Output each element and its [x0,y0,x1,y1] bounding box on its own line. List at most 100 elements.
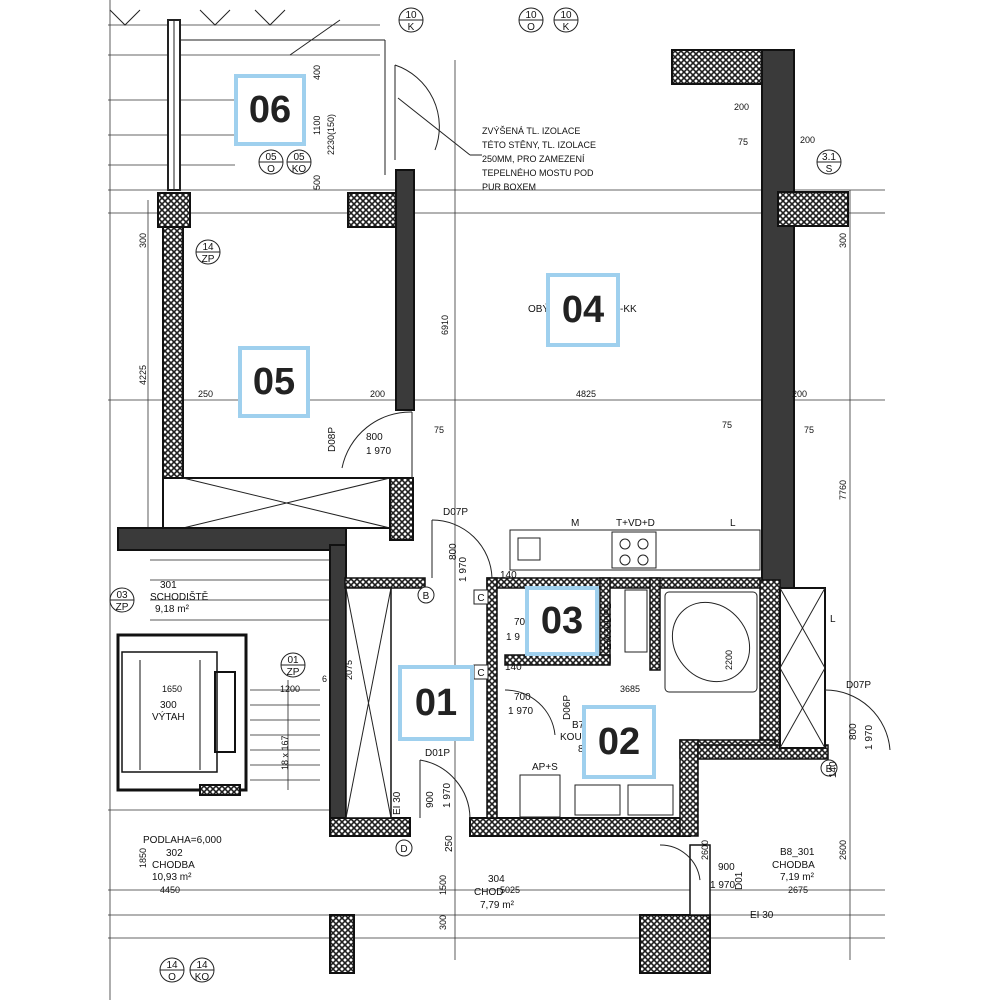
svg-text:D06P: D06P [562,695,573,720]
elevator-shaft [116,633,248,796]
mini-markers: B B C C D [395,586,838,857]
room-label-03: 03 [525,586,599,656]
svg-text:200: 200 [792,389,807,399]
svg-text:18 x 167: 18 x 167 [280,735,290,770]
svg-text:4450: 4450 [160,885,180,895]
svg-text:10,93 m²: 10,93 m² [152,872,192,883]
svg-text:CHODBA: CHODBA [772,860,815,871]
svg-text:B: B [423,591,430,602]
tag-bottom: O [527,22,535,33]
tag-texts: 10 O 10 K 05 O 05 KO 14 ZP 3.1 S 14 O 14… [116,10,837,983]
svg-text:75: 75 [738,137,748,147]
door-swings [341,64,891,881]
svg-text:SCHODIŠTĚ: SCHODIŠTĚ [150,590,209,603]
svg-text:B8_301: B8_301 [780,847,815,858]
leader-lines [289,19,482,156]
svg-text:EI 30: EI 30 [750,910,774,921]
svg-text:200: 200 [800,135,815,145]
door-texts: D08P 800 1 970 D07P 800 1 970 D07P 800 1… [327,427,875,921]
svg-text:5025: 5025 [500,885,520,895]
svg-text:D08P: D08P [327,427,338,452]
svg-text:D: D [400,844,407,855]
svg-text:140: 140 [505,662,522,673]
svg-text:PUR BOXEM: PUR BOXEM [482,182,536,192]
svg-text:L: L [730,518,736,529]
svg-text:900: 900 [718,862,735,873]
svg-text:B: B [826,764,833,775]
svg-text:1 970: 1 970 [458,557,469,582]
svg-text:TÉTO STĚNY, TL. IZOLACE: TÉTO STĚNY, TL. IZOLACE [482,140,596,150]
svg-text:L: L [830,614,836,625]
svg-text:C: C [477,593,484,604]
svg-text:EW30DP1: EW30DP1 [603,603,614,650]
svg-text:9,18 m²: 9,18 m² [155,604,190,615]
svg-text:1 970: 1 970 [508,706,533,717]
svg-text:6: 6 [322,674,327,684]
svg-text:75: 75 [804,425,814,435]
room-label-04: 04 [546,273,620,347]
svg-text:AP+S: AP+S [532,762,558,773]
svg-text:1 9: 1 9 [506,632,520,643]
svg-text:1850: 1850 [138,848,148,868]
svg-text:T+VD+D: T+VD+D [616,518,655,529]
svg-text:7,79 m²: 7,79 m² [480,900,515,911]
svg-text:900: 900 [425,791,436,808]
svg-text:-KK: -KK [620,304,637,315]
tag-markers [109,7,842,983]
svg-text:70: 70 [514,617,526,628]
room-texts: OBÝ -KK 301 SCHODIŠTĚ 9,18 m² 300 VÝTAH … [143,302,836,911]
tag-bottom: O [267,164,275,175]
svg-text:1200: 1200 [280,684,300,694]
svg-text:D01: D01 [734,871,745,890]
svg-text:300: 300 [438,915,448,930]
balcony [109,9,386,191]
svg-text:2600: 2600 [700,840,710,860]
tag-bottom: K [408,22,415,33]
svg-text:ZVÝŠENÁ TL. IZOLACE: ZVÝŠENÁ TL. IZOLACE [482,126,580,136]
tag-top: 14 [196,960,208,971]
svg-text:2075: 2075 [344,660,354,680]
svg-text:250: 250 [198,389,213,399]
tag-bottom: S [826,164,833,175]
svg-text:7760: 7760 [838,480,848,500]
svg-text:140: 140 [828,761,839,778]
tag-top: 14 [166,960,178,971]
svg-text:6910: 6910 [440,315,450,335]
walls [117,49,849,974]
tag-bottom: ZP [287,667,300,678]
tag-bottom: ZP [116,602,129,613]
tag-top: 03 [116,590,128,601]
svg-text:301: 301 [160,580,177,591]
tag-top: 05 [265,152,277,163]
dimension-texts: 4825 250 200 200 200 200 75 75 75 75 368… [138,65,848,930]
svg-text:300: 300 [138,233,148,248]
svg-text:1 970: 1 970 [864,725,875,750]
svg-text:75: 75 [434,425,444,435]
svg-text:400: 400 [312,65,322,80]
svg-text:1650: 1650 [162,684,182,694]
svg-text:1100: 1100 [312,116,322,135]
svg-text:D07P: D07P [443,507,468,518]
svg-text:140: 140 [500,570,517,581]
svg-text:TEPELNÉHO MOSTU POD: TEPELNÉHO MOSTU POD [482,168,594,178]
podlaha-label: PODLAHA=6,000 [143,835,222,846]
svg-text:200: 200 [370,389,385,399]
svg-text:2200: 2200 [724,650,734,670]
svg-text:7,19 m²: 7,19 m² [780,872,815,883]
tag-bottom: KO [292,164,307,175]
svg-text:2675: 2675 [788,885,808,895]
tag-top: 14 [202,242,214,253]
room-label-02: 02 [582,705,656,779]
svg-text:304: 304 [488,874,505,885]
svg-text:1 970: 1 970 [366,446,391,457]
svg-text:D07P: D07P [846,680,871,691]
svg-text:VÝTAH: VÝTAH [152,710,185,723]
svg-text:500: 500 [312,175,322,190]
room-label-05: 05 [238,346,310,418]
svg-text:M: M [571,518,579,529]
svg-text:CHOD: CHOD [474,887,503,898]
svg-text:300: 300 [160,700,177,711]
svg-text:4225: 4225 [138,365,148,385]
tag-top: 3.1 [822,152,836,163]
svg-text:800: 800 [366,432,383,443]
